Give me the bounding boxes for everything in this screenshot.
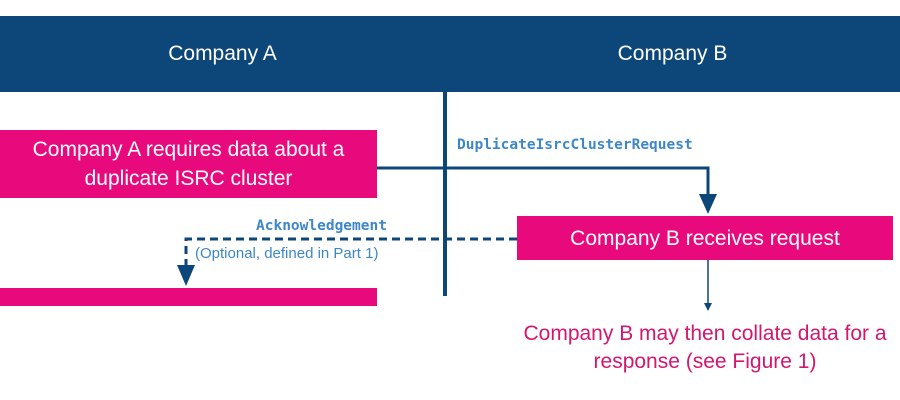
step-company-b-receives: Company B receives request — [517, 216, 893, 260]
message-label-acknowledgement: Acknowledgement — [256, 218, 387, 234]
swimlane-header — [0, 16, 900, 92]
request-arrow — [377, 166, 710, 196]
step-company-b-followup: Company B may then collate data for a re… — [523, 322, 887, 373]
followup-arrowhead — [704, 303, 712, 311]
acknowledgement-arrowhead — [177, 265, 195, 286]
column-title-company-a: Company A — [168, 42, 277, 65]
step-company-a-response-bar — [0, 288, 377, 306]
message-label-request: DuplicateIsrcClusterRequest — [457, 137, 693, 153]
column-title-company-b: Company B — [617, 42, 728, 65]
acknowledgement-note: (Optional, defined in Part 1) — [195, 245, 379, 262]
request-arrowhead — [699, 194, 717, 214]
step-company-a-request: Company A requires data about a duplicat… — [0, 130, 377, 198]
